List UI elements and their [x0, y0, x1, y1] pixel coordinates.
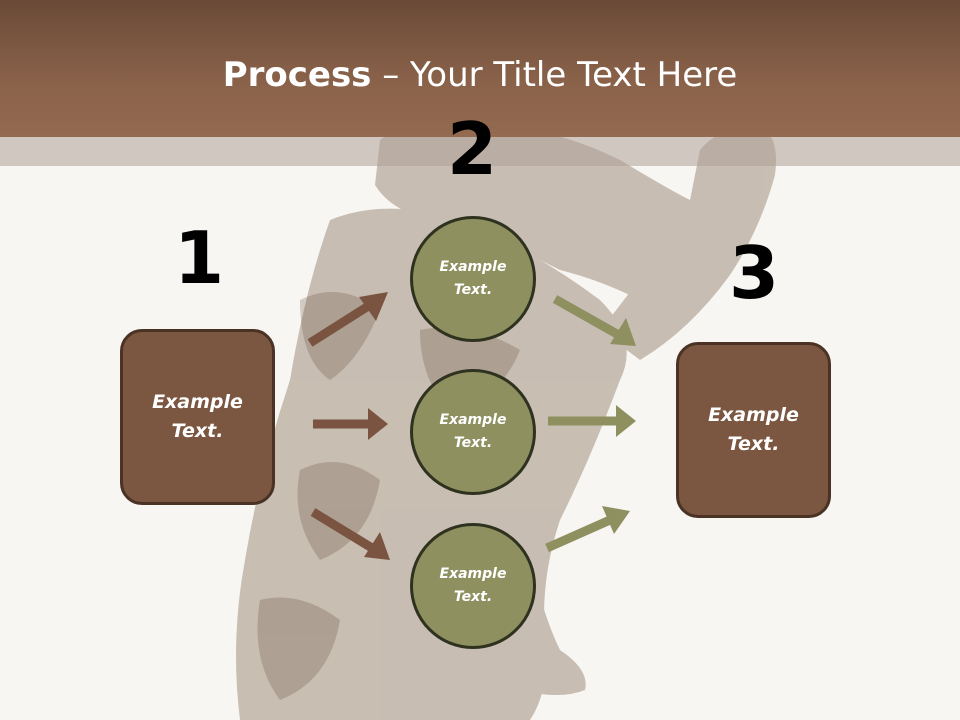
process-circle-2: Example Text.: [410, 369, 536, 495]
title-bar: [0, 0, 960, 137]
slide-title: Process – Your Title Text Here: [0, 50, 960, 100]
title-rest-part: – Your Title Text Here: [371, 55, 738, 95]
left-box-text: Example Text.: [152, 391, 243, 442]
right-box-text: Example Text.: [708, 404, 799, 455]
circle-2-text: Example Text.: [439, 412, 507, 451]
process-circle-1: Example Text.: [410, 216, 536, 342]
circle-1-text: Example Text.: [439, 259, 507, 298]
step-number-1: 1: [173, 216, 225, 300]
circle-3-text: Example Text.: [439, 566, 507, 605]
step-number-3: 3: [728, 231, 780, 315]
left-process-box: Example Text.: [120, 329, 275, 505]
right-process-box: Example Text.: [676, 342, 831, 518]
process-circle-3: Example Text.: [410, 523, 536, 649]
step-number-2: 2: [446, 107, 498, 191]
title-bar-strip: [0, 137, 960, 166]
title-bold-part: Process: [222, 55, 372, 95]
